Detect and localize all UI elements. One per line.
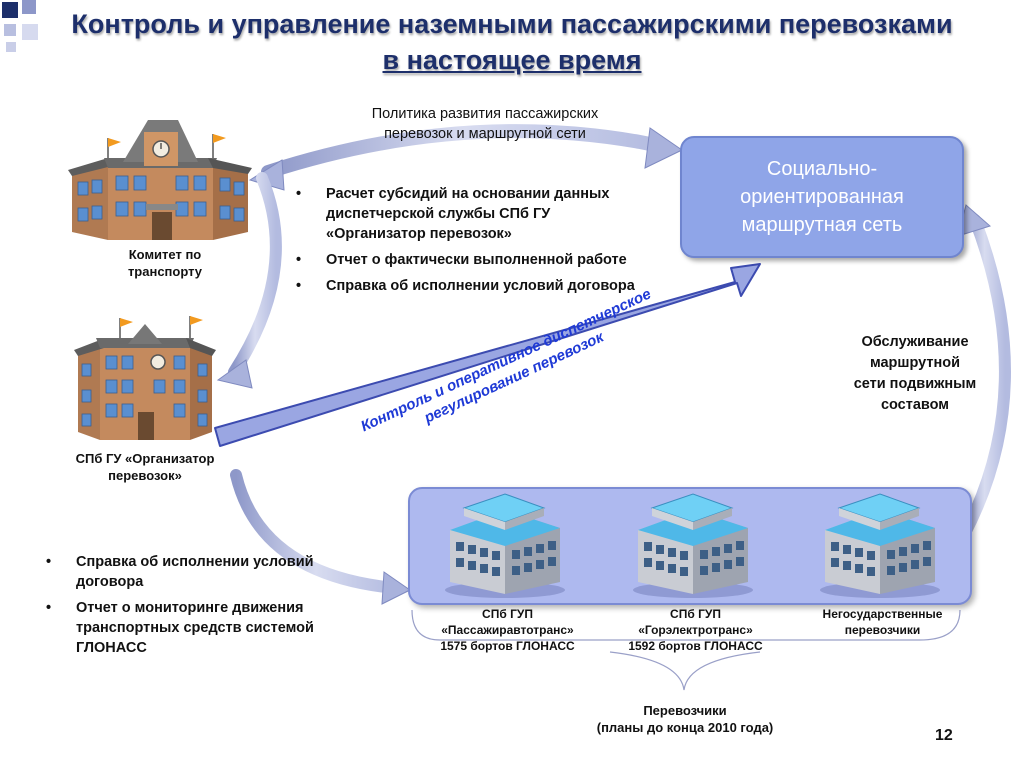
- policy-label: Политика развития пассажирских перевозок…: [371, 106, 599, 142]
- reports-list-bottom: Справка об исполнении условий договора О…: [40, 552, 370, 664]
- right-curve-arrow: [958, 214, 1011, 541]
- committee-building-icon: [68, 120, 252, 240]
- list-item: Справка об исполнении условий договора: [40, 552, 370, 592]
- carriers-brace-bottom: [609, 651, 761, 691]
- committee-label: Комитет по транспорту: [127, 247, 203, 279]
- organizer-label: СПб ГУ «Организатор перевозок»: [75, 451, 215, 483]
- carrier-building-icon-3: [820, 493, 940, 598]
- carrier-label-3: Негосударственные перевозчики: [822, 607, 943, 637]
- list-item: Справка об исполнении условий договора: [290, 276, 635, 296]
- title-line-1: Контроль и управление наземными пассажир…: [71, 9, 953, 39]
- carriers-caption: Перевозчики (планы до конца 2010 года): [596, 703, 774, 735]
- list-item: Отчет о фактически выполненной работе: [290, 250, 635, 270]
- list-item: Расчет субсидий на основании данных дисп…: [290, 184, 635, 244]
- carrier-label-1: СПб ГУП «Пассажиравтотранс» 1575 бортов …: [440, 607, 575, 653]
- title-line-2: в настоящее время: [382, 45, 642, 75]
- policy-arrow-head: [644, 127, 683, 169]
- reports-list-top: Расчет субсидий на основании данных дисп…: [290, 184, 635, 302]
- page-title: Контроль и управление наземными пассажир…: [0, 6, 1024, 78]
- policy-arrow: [261, 124, 667, 179]
- corner-decoration: [2, 0, 38, 52]
- page-number: 12: [935, 727, 953, 744]
- service-label: Обслуживание маршрутной сети подвижным с…: [853, 334, 977, 413]
- carriers-brace-top: [411, 609, 961, 641]
- carrier-label-2: СПб ГУП «Горэлектротранс» 1592 бортов ГЛ…: [628, 607, 763, 653]
- carrier-building-icon-1: [445, 493, 565, 598]
- diagonal-arrow: [214, 263, 761, 447]
- list-item: Отчет о мониторинге движения транспортны…: [40, 598, 370, 658]
- carrier-building-icon-2: [633, 493, 753, 598]
- social-network-box: Социально- ориентированная маршрутная се…: [680, 136, 964, 258]
- left-curve-arrow: [228, 172, 282, 378]
- organizer-building-icon: [74, 316, 216, 440]
